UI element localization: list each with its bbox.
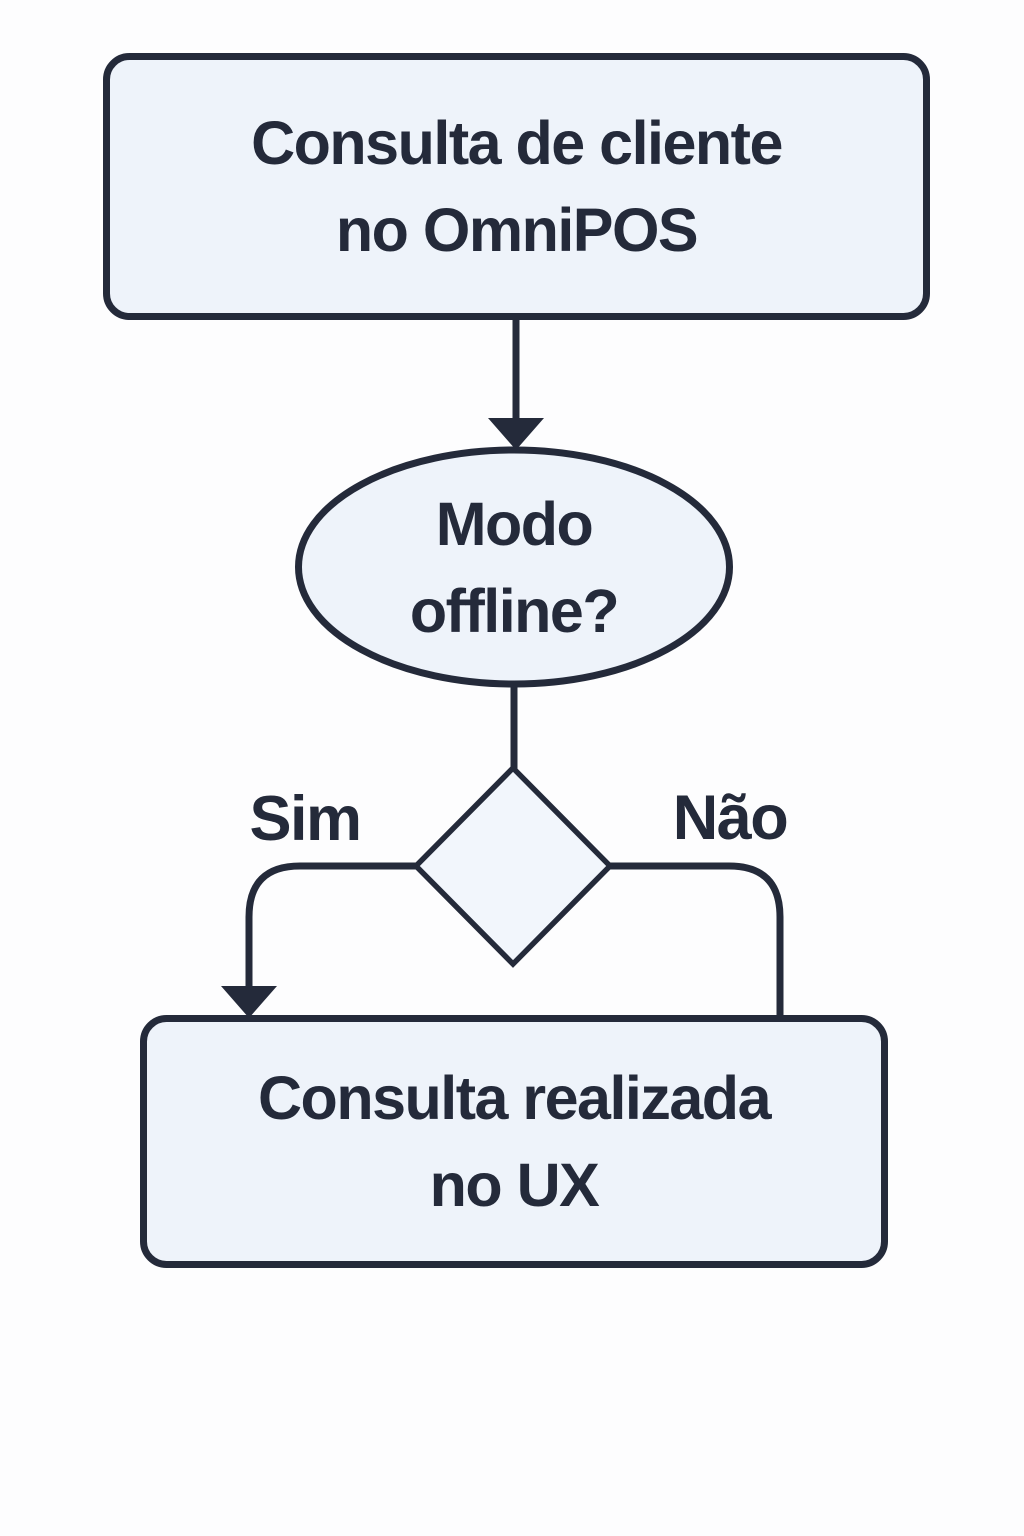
- node-start-label: Consulta de cliente no OmniPOS: [103, 53, 930, 320]
- edge-yes-branch-line: [245, 862, 418, 988]
- edge-yes-branch: [221, 862, 418, 1018]
- node-end-label-line2: no UX: [429, 1150, 600, 1219]
- node-start-label-line2: no OmniPOS: [335, 195, 699, 264]
- node-question-label-line1: Modo: [435, 489, 594, 558]
- node-end-label: Consulta realizada no UX: [140, 1015, 888, 1268]
- arrowhead-down-icon: [221, 986, 277, 1018]
- edge-no-label: Não: [672, 783, 789, 853]
- node-question-label-line2: offline?: [409, 576, 620, 645]
- node-start-box: [103, 53, 930, 320]
- node-end-box: [140, 1015, 888, 1268]
- node-start-label-line1: Consulta de cliente: [251, 108, 783, 177]
- node-end-label-line1: Consulta realizada: [258, 1063, 772, 1132]
- edge-yes-label: Sim: [249, 784, 362, 854]
- edge-no-branch-line: [608, 862, 784, 1019]
- arrowhead-down-icon: [488, 418, 544, 450]
- node-decision-diamond: [412, 764, 614, 968]
- node-question-ellipse: [295, 446, 733, 688]
- node-question-label: Modo offline?: [295, 447, 733, 688]
- edge-start-to-question: [488, 320, 544, 450]
